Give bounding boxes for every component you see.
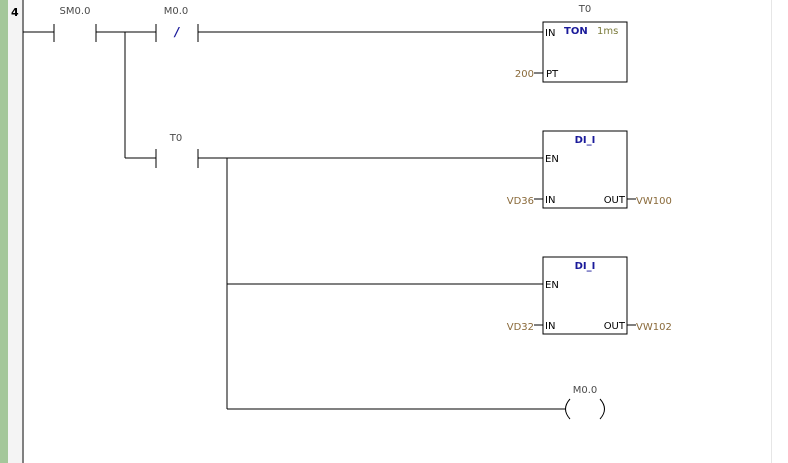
block-pin-en: EN	[545, 280, 559, 291]
contact-operand: M0.0	[164, 6, 189, 17]
timer-pin-pt: PT	[546, 69, 559, 80]
network-number[interactable]: 4	[11, 6, 19, 19]
timer-block-ton[interactable]: T0 IN TON 1ms PT 200	[515, 4, 628, 83]
editor-right-border	[771, 0, 772, 463]
contact-m0-0-negated[interactable]: M0.0 /	[155, 6, 199, 42]
coil-operand: M0.0	[573, 385, 598, 396]
block-pin-in: IN	[545, 195, 555, 206]
power-rail-bar	[0, 0, 8, 463]
block-pin-en: EN	[545, 154, 559, 165]
timer-type: TON	[564, 26, 588, 37]
contact-operand: SM0.0	[60, 6, 91, 17]
block-in-operand: VD36	[507, 196, 534, 207]
timer-pin-in: IN	[545, 28, 555, 39]
coil-left-arc	[565, 398, 571, 420]
negation-slash: /	[173, 25, 181, 39]
coil-right-arc	[599, 398, 605, 420]
timer-resolution: 1ms	[597, 26, 618, 37]
block-title: DI_I	[575, 135, 596, 146]
di-i-block-1[interactable]: DI_I EN IN OUT VD36 VW100	[507, 130, 672, 209]
contact-operand: T0	[169, 133, 182, 144]
block-out-operand: VW100	[636, 196, 672, 207]
coil-m0-0[interactable]: M0.0	[565, 385, 605, 420]
block-in-operand: VD32	[507, 322, 534, 333]
timer-operand: T0	[578, 4, 591, 15]
network-gutter	[8, 0, 22, 463]
contact-t0[interactable]: T0	[155, 133, 199, 168]
contact-sm0-0[interactable]: SM0.0	[23, 6, 97, 42]
block-title: DI_I	[575, 261, 596, 272]
block-pin-out: OUT	[604, 195, 626, 206]
timer-preset-value: 200	[515, 69, 534, 80]
block-pin-in: IN	[545, 321, 555, 332]
di-i-block-2[interactable]: DI_I EN IN OUT VD32 VW102	[507, 256, 672, 335]
block-out-operand: VW102	[636, 322, 672, 333]
block-pin-out: OUT	[604, 321, 626, 332]
